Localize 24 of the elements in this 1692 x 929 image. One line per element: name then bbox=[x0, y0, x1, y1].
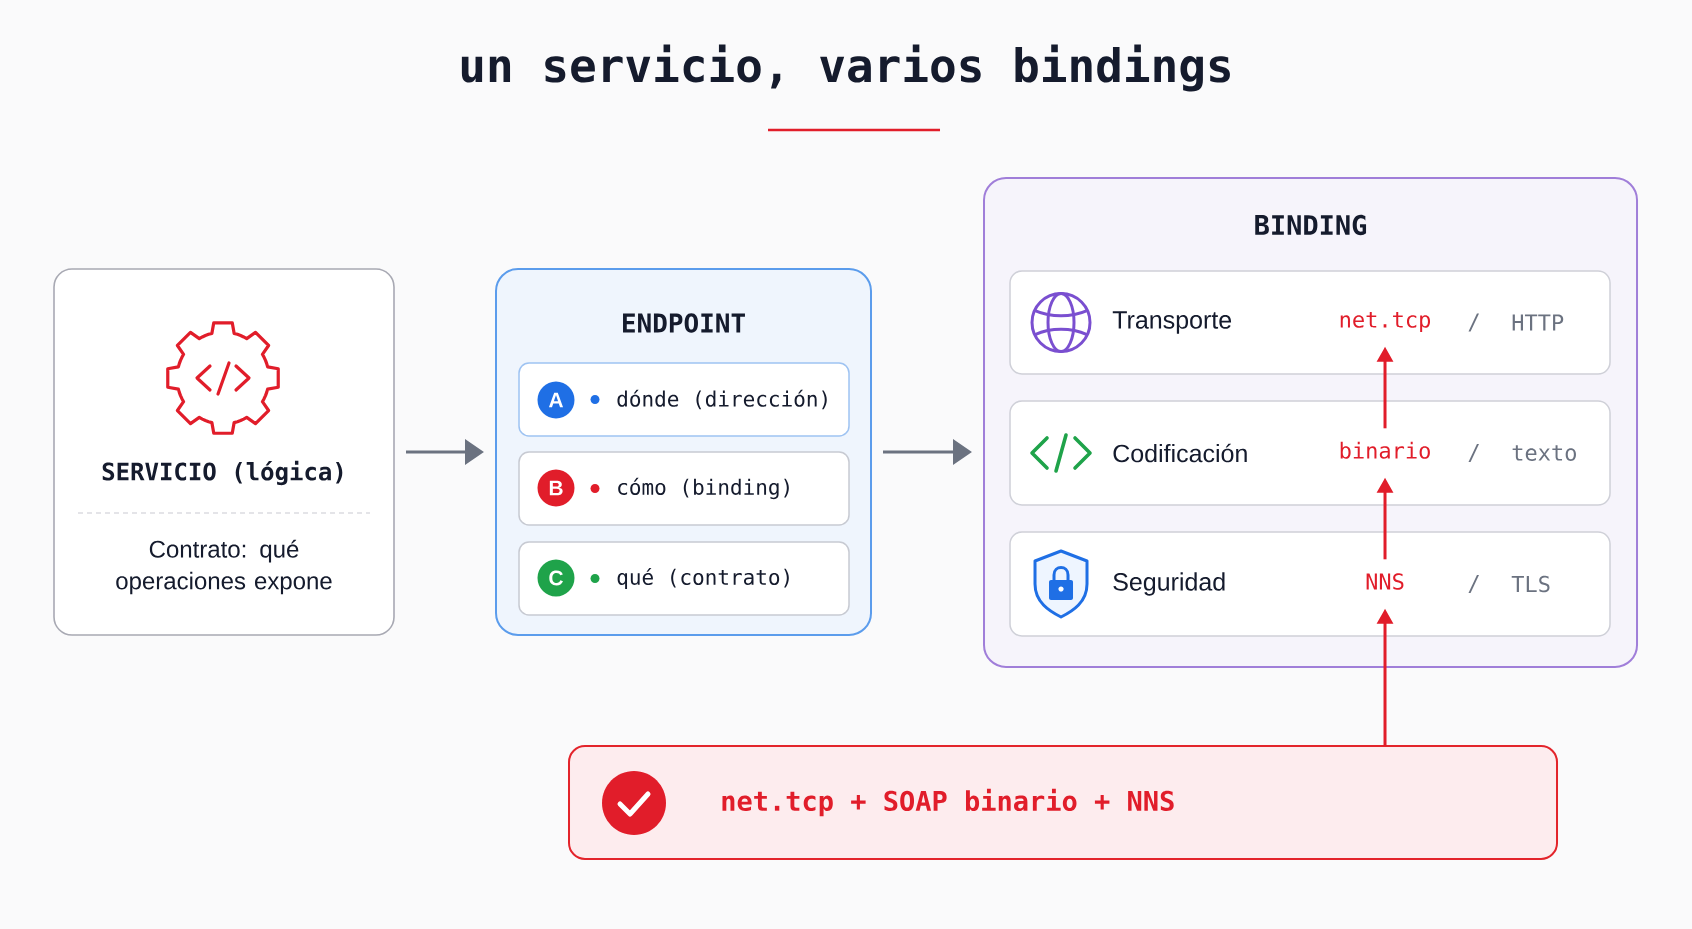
panel-title: ENDPOINT bbox=[623, 313, 745, 333]
row-label: cómo (binding) bbox=[618, 477, 789, 500]
alternative-option: TLS bbox=[1511, 575, 1550, 593]
alternative-option: HTTP bbox=[1512, 314, 1564, 331]
row-label: dónde (dirección) bbox=[617, 389, 827, 410]
letter-badge: A bbox=[537, 381, 575, 419]
alternative-option: texto bbox=[1512, 445, 1576, 461]
card-description: Contrato: qué operaciones expone bbox=[116, 539, 332, 595]
row-label: qué (contrato) bbox=[617, 567, 789, 590]
card-title: SERVICIO (lógica) bbox=[102, 460, 343, 486]
slash-separator: / bbox=[1468, 443, 1479, 463]
result-text: net.tcp + SOAP binario + NNS bbox=[722, 788, 1174, 817]
row-label: Transporte bbox=[1112, 311, 1232, 334]
row-label: Codificación bbox=[1113, 443, 1247, 463]
selected-option: net.tcp bbox=[1340, 312, 1431, 333]
panel-title: BINDING bbox=[1255, 214, 1367, 236]
letter-badge: B bbox=[537, 469, 575, 507]
letter-badge: C bbox=[537, 559, 575, 597]
slash-separator: / bbox=[1468, 313, 1479, 332]
title: un servicio, varios bindings bbox=[461, 44, 1230, 92]
selected-option: NNS bbox=[1366, 573, 1404, 590]
slash-separator: / bbox=[1468, 574, 1479, 594]
row-label: Seguridad bbox=[1113, 572, 1225, 596]
selected-option: binario bbox=[1340, 441, 1430, 459]
